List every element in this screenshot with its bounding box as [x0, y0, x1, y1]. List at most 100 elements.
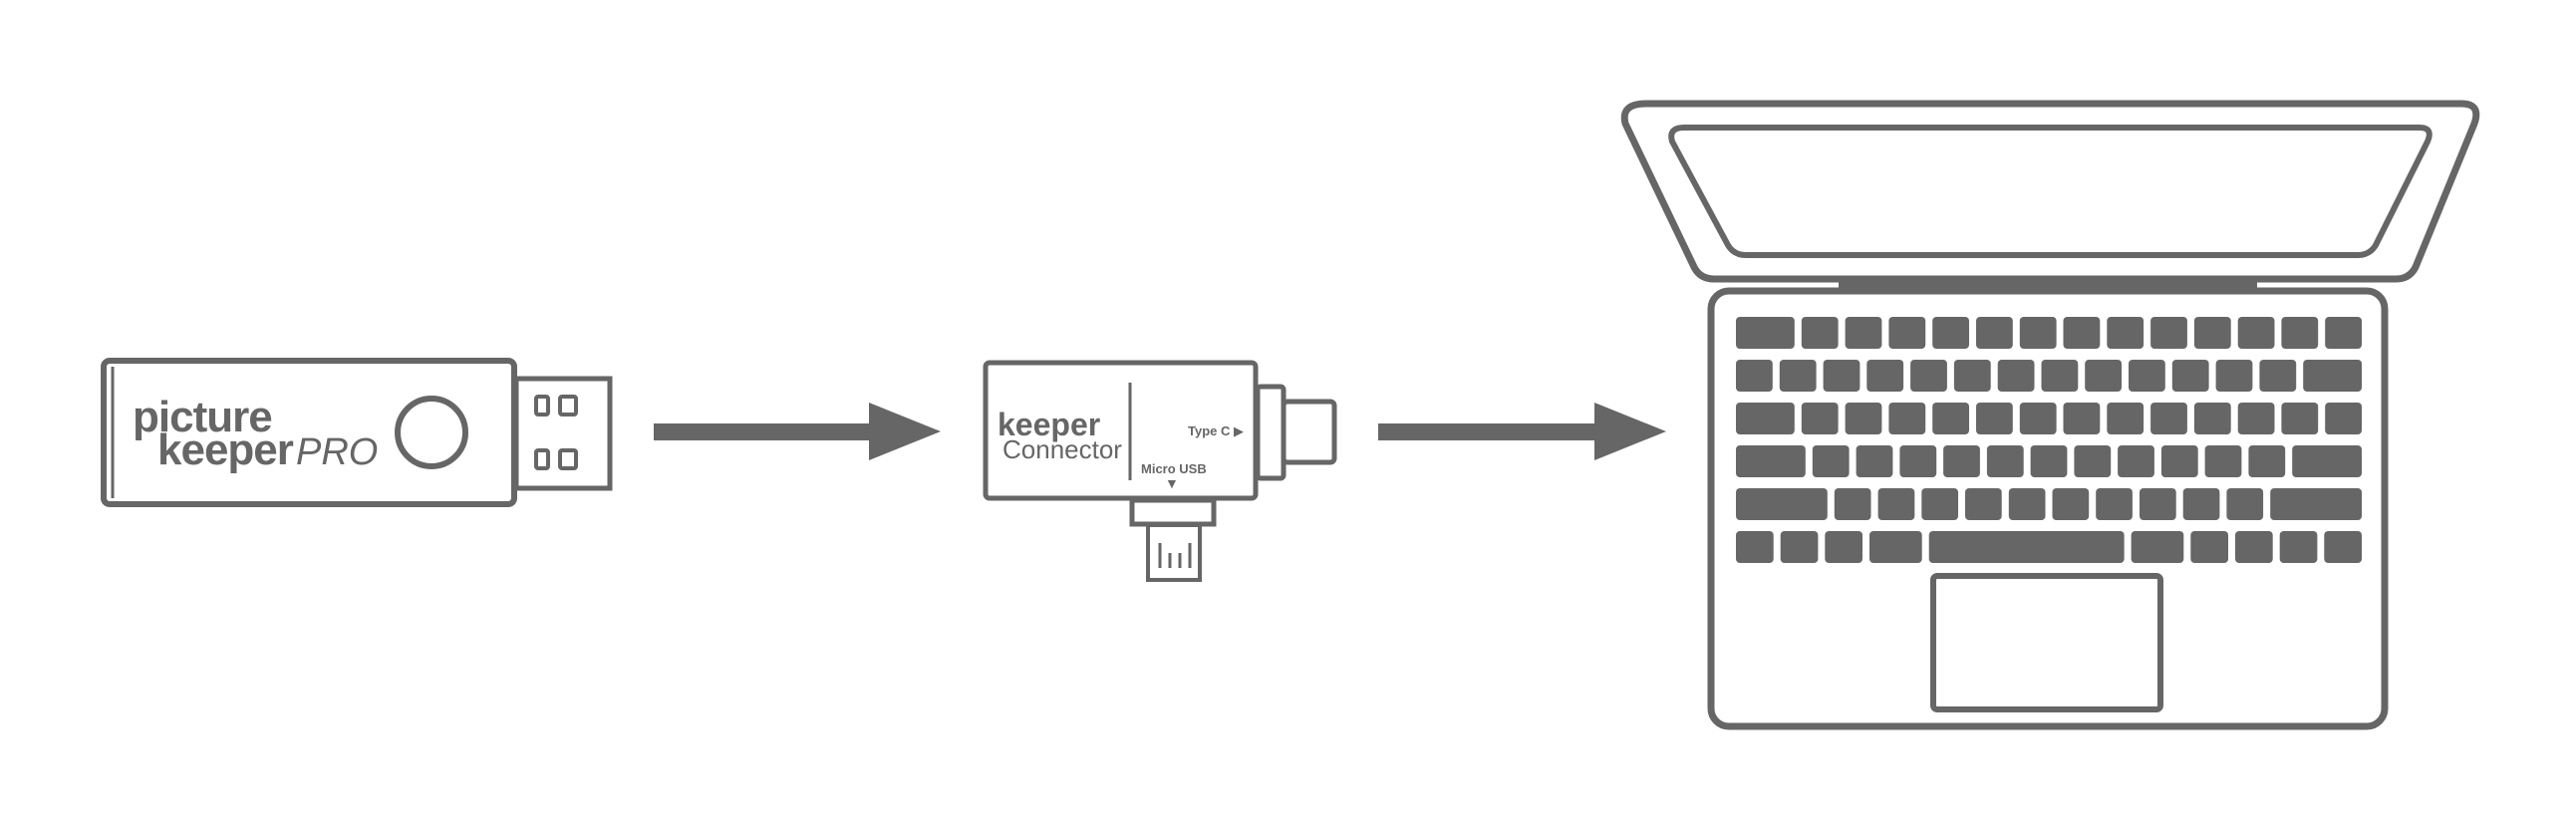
keyboard-key: [2118, 445, 2154, 477]
keyboard-key: [1869, 531, 1922, 563]
micro-usb-collar: [1129, 497, 1217, 527]
keyboard-key: [2063, 403, 2101, 434]
keyboard-key: [2204, 445, 2242, 477]
usb-brand-suffix: PRO: [296, 431, 378, 473]
keyboard-key: [1779, 360, 1817, 392]
keyboard-key: [2140, 488, 2176, 520]
keyboard-key: [2063, 317, 2101, 349]
keyboard-key: [2085, 360, 2122, 392]
keyboard-key: [2324, 531, 2362, 563]
keyboard-key: [1845, 317, 1882, 349]
keyboard-key: [2190, 531, 2228, 563]
keyboard-key: [1780, 531, 1819, 563]
keyboard-key: [1736, 488, 1828, 520]
connector-brand-line1: keeper: [998, 407, 1100, 442]
keyboard-key: [1736, 360, 1773, 392]
micro-usb-arrow: ▼: [1165, 475, 1179, 491]
usb-plug-contact: [534, 448, 550, 470]
usb-brand-line1: picture: [133, 393, 272, 441]
type-c-plug: [1281, 399, 1337, 465]
type-c-label: Type C ▶: [1188, 423, 1244, 438]
arrow-right-icon: [1378, 403, 1666, 460]
keyboard-key: [1736, 531, 1774, 563]
keyboard-key: [2096, 488, 2133, 520]
keyboard-key: [1976, 403, 2013, 434]
keyboard-key: [1953, 360, 1991, 392]
usb-brand-line2: keeper: [157, 425, 294, 474]
keyboard-key: [1834, 488, 1871, 520]
usb-plug-contact: [558, 395, 578, 416]
keyboard-key: [2030, 445, 2068, 477]
keyboard-key: [2279, 531, 2318, 563]
keyboard-key: [1812, 445, 1850, 477]
laptop-base: [1707, 287, 2389, 730]
keyboard-key: [1932, 317, 1969, 349]
keyboard-key: [2303, 360, 2362, 392]
keyboard-key: [2107, 317, 2145, 349]
keyboard-key: [1856, 445, 1893, 477]
usb-plug-contact: [558, 448, 578, 470]
keyboard-key: [2237, 403, 2275, 434]
keyboard-key: [2074, 445, 2112, 477]
keyboard-key: [1943, 445, 1980, 477]
usb-drive-button: [395, 396, 468, 469]
keyboard-key: [1899, 445, 1937, 477]
keyboard-key: [2052, 488, 2090, 520]
keyboard-key: [1910, 360, 1947, 392]
keyboard-key: [1976, 317, 2013, 349]
connector-brand-line2: Connector: [1002, 434, 1122, 464]
type-c-collar: [1255, 384, 1287, 481]
laptop-icon: [1620, 100, 2480, 730]
keyboard-key: [2259, 360, 2297, 392]
keyboard-key: [1801, 317, 1839, 349]
keyboard-key: [2193, 403, 2231, 434]
arrow-right-icon: [654, 403, 941, 460]
keyboard-key: [2237, 317, 2275, 349]
keyboard-key: [2292, 445, 2362, 477]
keyboard-key: [2270, 488, 2362, 520]
keyboard-key: [2281, 317, 2319, 349]
laptop-screen: [1668, 125, 2433, 258]
keyboard-key: [2150, 403, 2187, 434]
keyboard-key: [2235, 531, 2273, 563]
keyboard-key: [1928, 531, 2125, 563]
keyboard-key: [2041, 360, 2079, 392]
usb-plug: [513, 376, 613, 491]
keyboard-key: [2215, 360, 2253, 392]
keyboard-key: [1736, 445, 1806, 477]
keyboard-key: [2193, 317, 2231, 349]
keyboard-key: [2171, 360, 2209, 392]
keyboard-key: [2248, 445, 2286, 477]
keyboard-key: [2150, 317, 2187, 349]
keyboard-key: [1866, 360, 1904, 392]
keyboard-key: [2019, 403, 2057, 434]
keyboard-key: [1888, 403, 1926, 434]
keyboard-key: [2008, 488, 2046, 520]
keyboard-key: [1801, 403, 1839, 434]
keyboard-key: [2019, 317, 2057, 349]
keyboard-key: [1736, 403, 1795, 434]
keyboard-key: [2325, 403, 2362, 434]
keyboard-key: [1888, 317, 1926, 349]
keeper-connector: keeper Connector Type C ▶ Micro USB ▼: [983, 360, 1337, 582]
keyboard-key: [1921, 488, 1958, 520]
keyboard-key: [1877, 488, 1915, 520]
keyboard-key: [1997, 360, 2035, 392]
keyboard-key: [2129, 360, 2165, 392]
keyboard-key: [1986, 445, 2024, 477]
micro-usb-plug: [1146, 523, 1202, 582]
keyboard-key: [1736, 317, 1795, 349]
keyboard-key: [2160, 445, 2198, 477]
keyboard-key: [2107, 403, 2145, 434]
keyboard-key: [2131, 531, 2184, 563]
keyboard-key: [1823, 360, 1860, 392]
keyboard-key: [1825, 531, 1862, 563]
keyboard-key: [2182, 488, 2220, 520]
laptop-trackpad: [1930, 573, 2163, 712]
keyboard-key: [1965, 488, 2002, 520]
keyboard-key: [2325, 317, 2362, 349]
keyboard-key: [2226, 488, 2264, 520]
keyboard-key: [1932, 403, 1969, 434]
usb-drive: picture keeper PRO: [101, 358, 613, 507]
